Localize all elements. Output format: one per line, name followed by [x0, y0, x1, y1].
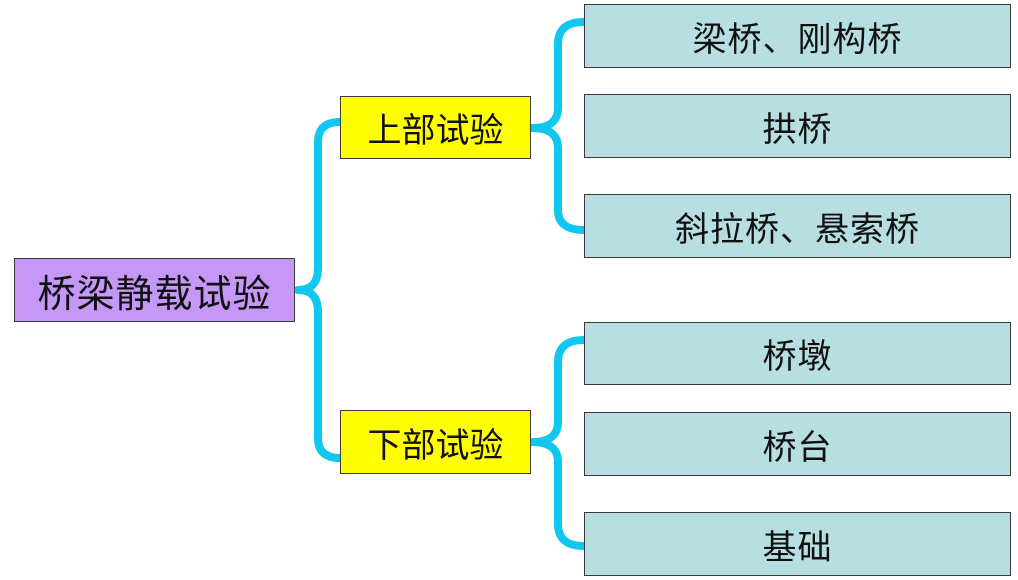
leaf-node-arch-bridge: 拱桥	[584, 94, 1011, 158]
leaf-node-pier: 桥墩	[584, 322, 1011, 385]
upper-bracket-line	[528, 18, 588, 234]
leaf-node-beam-rigid-frame-bridge: 梁桥、刚构桥	[584, 4, 1011, 68]
leaf-node-abutment: 桥台	[584, 412, 1011, 476]
leaf-node-cable-stayed-suspension-bridge: 斜拉桥、悬索桥	[584, 194, 1011, 258]
branch-node-lower: 下部试验	[340, 410, 531, 474]
root-node: 桥梁静载试验	[14, 258, 295, 322]
leaf-node-foundation: 基础	[584, 512, 1011, 576]
root-bracket-line	[294, 118, 344, 462]
branch-node-upper: 上部试验	[340, 96, 531, 159]
lower-bracket-line	[528, 336, 588, 550]
